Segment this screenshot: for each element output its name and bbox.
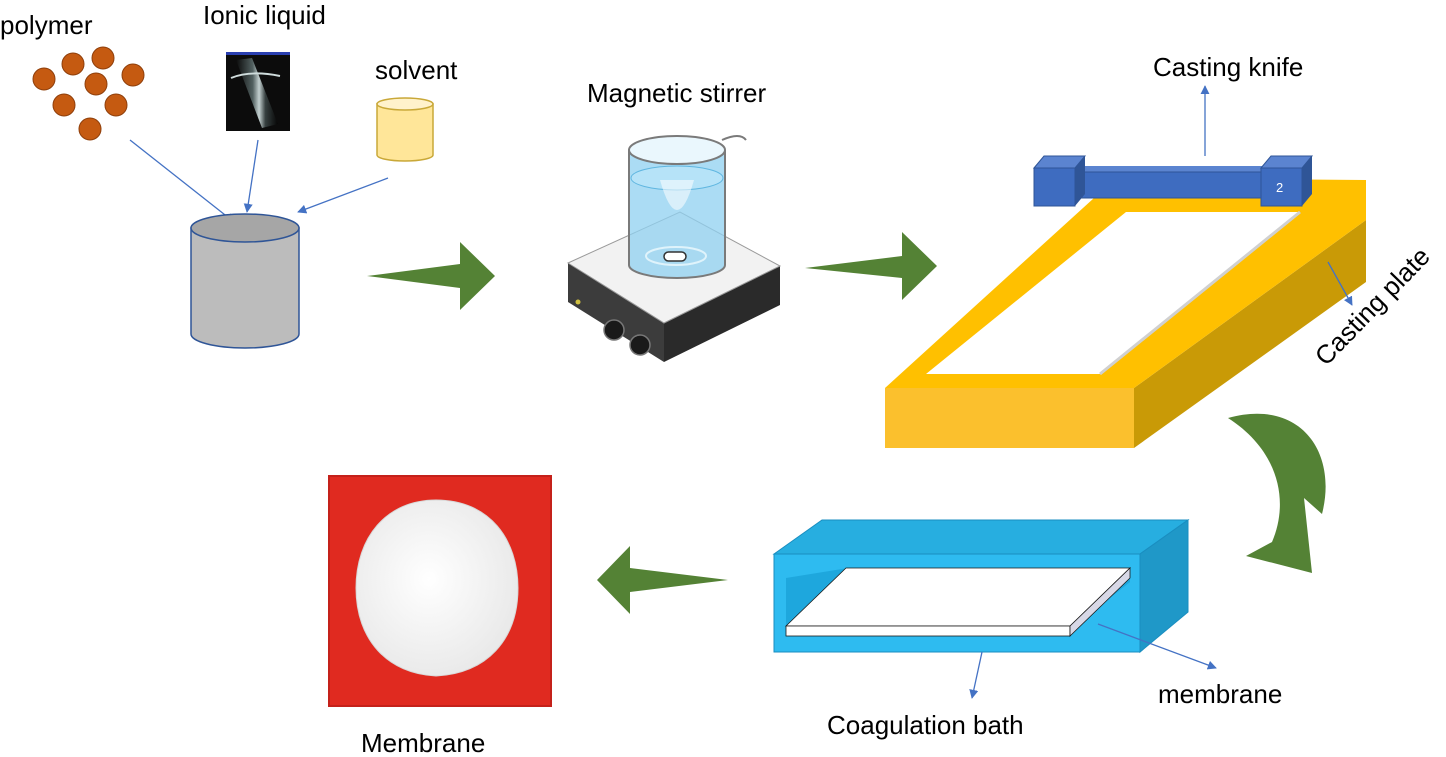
mixing-vessel-icon [190, 213, 300, 349]
flow-arrow-3 [597, 546, 728, 614]
membrane-in-bath-pointer [1097, 623, 1217, 670]
coagulation-bath-icon [772, 519, 1190, 654]
casting-knife-icon: 2 [1032, 155, 1314, 207]
solvent-cup-icon [376, 97, 434, 162]
polymer-label: polymer [0, 10, 93, 40]
casting-knife-number: 2 [1276, 180, 1283, 195]
casting-plate-pointer [1327, 261, 1353, 306]
coagulation-bath-label: Coagulation bath [827, 710, 1024, 740]
casting-plate-icon [885, 178, 1366, 448]
test-tube-photo-icon [226, 52, 290, 131]
ingredient-arrows [129, 139, 389, 223]
flow-arrow-2 [805, 232, 937, 300]
casting-knife-label: Casting knife [1153, 52, 1303, 82]
magnetic-stirrer-label: Magnetic stirrer [587, 78, 766, 108]
solvent-label: solvent [375, 55, 458, 85]
ionic-liquid-label: Ionic liquid [203, 0, 326, 30]
membrane-final-label: Membrane [361, 728, 485, 757]
membrane-in-bath-label: membrane [1158, 679, 1282, 709]
magnetic-stirrer-icon [566, 135, 782, 362]
flow-arrow-curved [1228, 413, 1326, 573]
membrane-disc-photo-icon [328, 475, 552, 707]
flow-arrow-1 [367, 242, 495, 310]
polymer-beads-icon [32, 46, 145, 141]
coagulation-bath-pointer [969, 651, 983, 699]
